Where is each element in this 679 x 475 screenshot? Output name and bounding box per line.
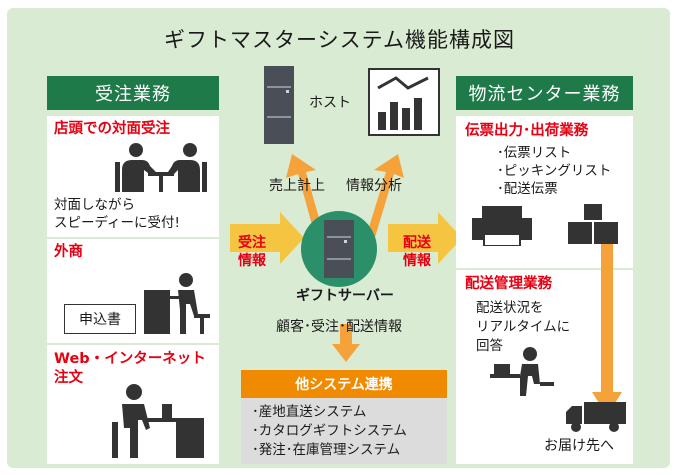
web-order-title-line-2: 注文 — [54, 370, 83, 386]
storefront-order-title: 店頭での対面受注 — [54, 121, 170, 137]
other-systems-header: 他システム連携 — [241, 370, 447, 398]
printer-icon — [472, 206, 532, 246]
delivery-info-label-line-1: 配送 — [403, 235, 431, 251]
face-to-face-meeting-icon — [115, 143, 207, 192]
slip-list-item: ･伝票リスト — [497, 145, 572, 161]
delivery-management-title: 配送管理業務 — [465, 276, 552, 292]
host-server-icon — [264, 66, 294, 144]
section-divider — [47, 237, 219, 239]
web-order-title-line-1: Web・インターネット — [54, 351, 206, 367]
delivery-info-label-line-2: 情報 — [403, 253, 431, 269]
information-analysis-label: 情報分析 — [346, 178, 402, 194]
storefront-text-line-1: 対面しながら — [54, 197, 135, 213]
other-system-item: ･発注･在庫管理システム — [252, 442, 401, 458]
host-label: ホスト — [309, 95, 351, 111]
slip-list-item: ･ピッキングリスト — [497, 163, 612, 179]
delivery-truck-icon — [566, 402, 626, 432]
other-system-item: ･カタログギフトシステム — [252, 423, 407, 439]
diagram-title: ギフトマスターシステム機能構成図 — [164, 28, 515, 52]
delivery-destination-label: お届け先へ — [544, 438, 614, 454]
application-form-box: 申込書 — [64, 304, 136, 334]
order-info-label-line-2: 情報 — [238, 253, 266, 269]
customer-order-delivery-info-label: 顧客･受注･配送情報 — [276, 319, 402, 335]
boxes-icon — [568, 204, 618, 244]
other-system-item: ･産地直送システム — [252, 404, 367, 420]
section-divider — [456, 268, 633, 270]
analysis-chart-icon — [368, 68, 440, 136]
order-panel-header: 受注業務 — [47, 76, 219, 110]
arrow-to-other-systems — [332, 324, 360, 362]
delivery-staff-icon — [490, 347, 554, 396]
gift-server-label: ギフトサーバー — [296, 288, 394, 304]
computer-user-icon — [112, 384, 204, 458]
delivery-text-line-2: リアルタイムに — [476, 319, 571, 335]
arrow-order-info — [230, 212, 304, 264]
other-systems-box — [241, 398, 447, 464]
logistics-panel-header: 物流センター業務 — [456, 76, 633, 110]
gift-server-icon — [301, 211, 377, 287]
section-divider — [47, 343, 219, 345]
delivery-text-line-3: 回答 — [476, 338, 503, 354]
arrow-to-analysis — [362, 154, 404, 254]
slip-output-shipping-title: 伝票出力･出荷業務 — [465, 123, 589, 139]
storefront-text-line-2: スピーディーに受付! — [54, 215, 180, 231]
sales-recording-label: 売上計上 — [269, 178, 325, 194]
order-info-label-line-1: 受注 — [238, 235, 266, 251]
slip-list-item: ･配送伝票 — [497, 181, 558, 197]
delivery-text-line-1: 配送状況を — [476, 300, 544, 316]
desk-worker-icon — [144, 273, 210, 334]
external-sales-title: 外商 — [54, 244, 83, 260]
shipping-flow-arrow — [592, 244, 622, 416]
arrow-delivery-info — [388, 212, 462, 264]
